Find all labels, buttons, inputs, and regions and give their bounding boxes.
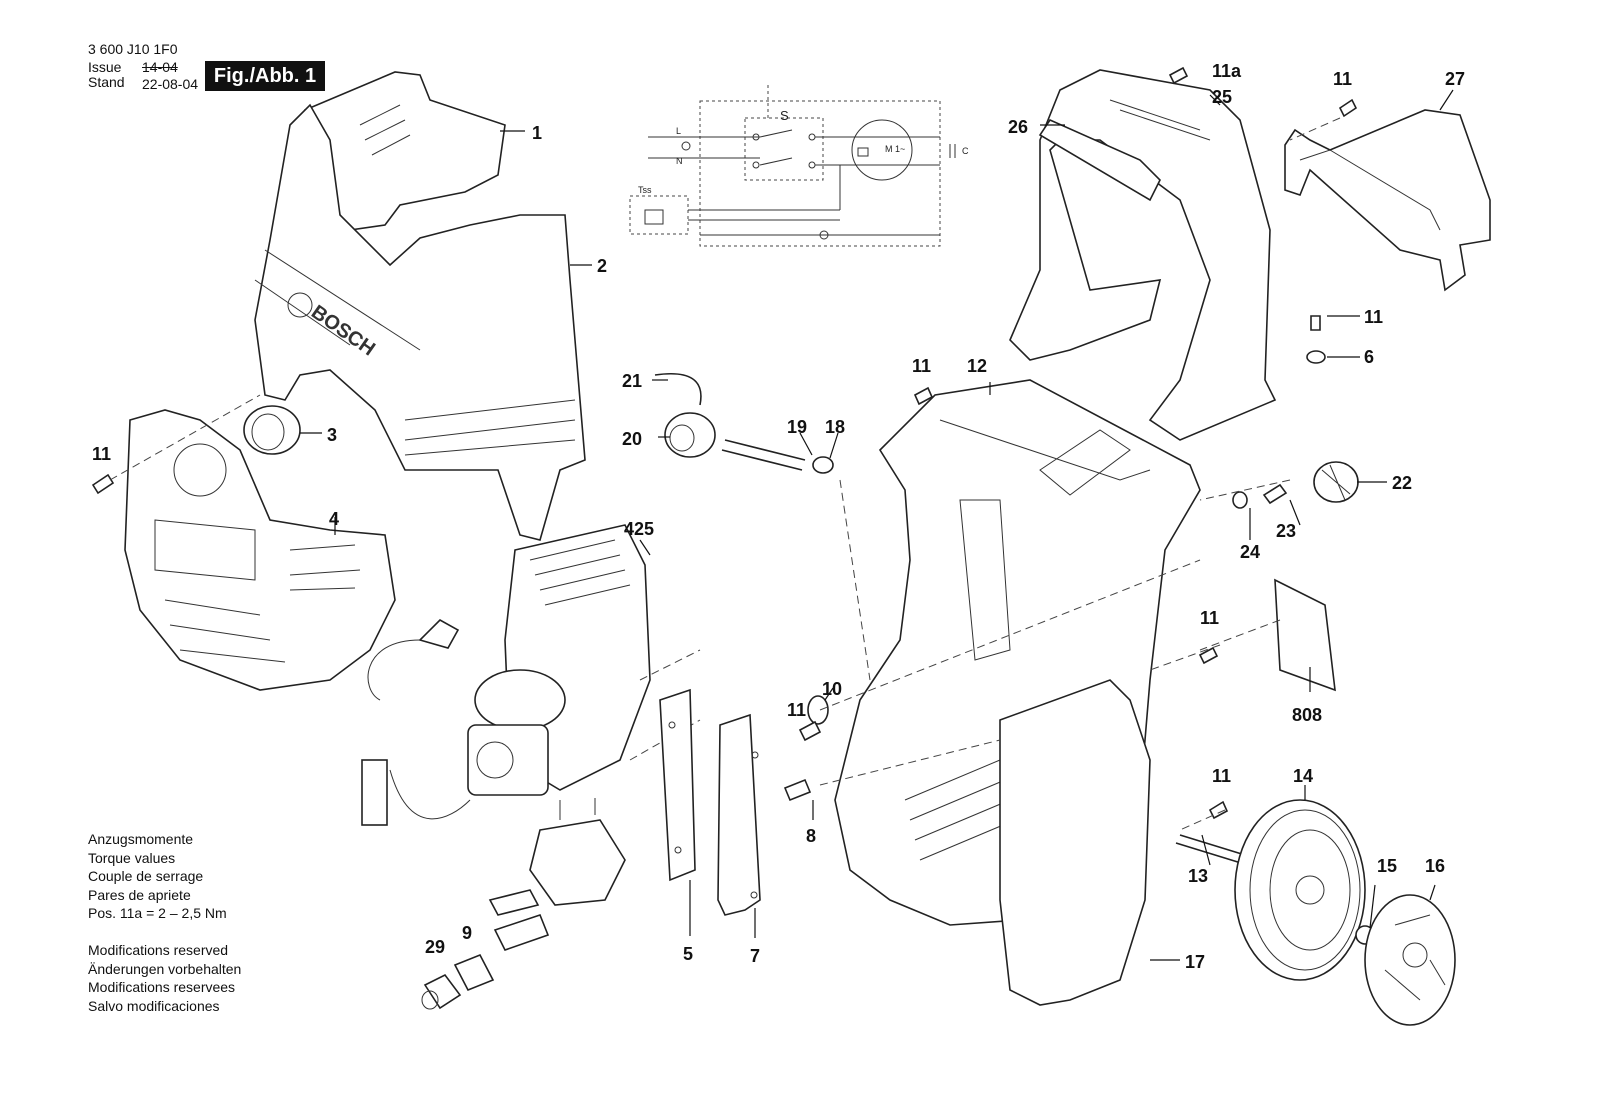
stand-value: 22-08-04 (142, 76, 199, 92)
screw-11-frame-top (913, 386, 934, 406)
label-part-6: 6 (1364, 347, 1374, 367)
part-4-front-panel (124, 409, 396, 691)
label-part-11-right-side: 11 (1200, 608, 1219, 628)
modification-note-line: Salvo modificaciones (88, 997, 220, 1014)
switch-label: S (780, 108, 789, 123)
label-part-11-bracket: 11 (1333, 69, 1352, 89)
document-number: 3 600 J10 1F0 (88, 41, 178, 57)
motor-label: M 1~ (885, 144, 905, 154)
part-2-main-housing: BOSCH (254, 103, 586, 541)
label-part-24: 24 (1240, 542, 1260, 562)
modification-note-line: Modifications reserved (88, 942, 229, 958)
screw-11-bracket (1338, 98, 1358, 118)
part-24-washer (1232, 491, 1248, 509)
capacitor-label: C (962, 146, 969, 156)
part-3-knob (243, 405, 301, 455)
screw-11-right-side (1198, 646, 1219, 665)
label-part-11a: 11a (1212, 61, 1242, 81)
label-part-14: 14 (1293, 766, 1313, 786)
part-6-washer (1306, 350, 1326, 364)
part-16-hubcap (1364, 894, 1456, 1026)
label-part-8: 8 (806, 826, 816, 846)
part-9-nut (453, 953, 495, 992)
label-part-17: 17 (1185, 952, 1205, 972)
leader-lines (300, 89, 1454, 961)
label-part-3: 3 (327, 425, 337, 445)
label-part-15: 15 (1377, 856, 1397, 876)
label-part-808: 808 (1292, 705, 1322, 725)
thermal-switch-label: Tss (638, 185, 652, 195)
label-part-5: 5 (683, 944, 693, 964)
line-label: L (676, 126, 681, 136)
part-labels: 1 2 3 4 11 425 21 20 19 18 11 12 10 11 8… (92, 61, 1465, 972)
torque-note-line: Couple de serrage (88, 868, 204, 884)
modification-note-line: Änderungen vorbehalten (88, 960, 242, 977)
label-part-19: 19 (787, 417, 807, 437)
stand-label: Stand (88, 74, 125, 90)
label-part-12: 12 (967, 356, 987, 376)
label-part-7: 7 (750, 946, 760, 966)
assembly-lines (109, 117, 1341, 831)
torque-notes: Anzugsmomente Torque values Couple de se… (88, 830, 227, 923)
screw-11-handle-side (1310, 315, 1321, 331)
neutral-label: N (676, 156, 683, 166)
issue-label: Issue (88, 59, 122, 75)
torque-note-line: Anzugsmomente (88, 831, 194, 847)
label-part-25: 25 (1212, 87, 1232, 107)
part-14-wheel (1234, 799, 1366, 981)
screw-11-frame-mid (798, 720, 822, 742)
part-29-coupling (421, 973, 462, 1010)
part-outlet-fitting (488, 889, 550, 951)
part-808-label-sheet (1274, 578, 1336, 692)
torque-note-line: Pos. 11a = 2 – 2,5 Nm (88, 905, 227, 921)
issue-value: 14-04 (142, 59, 178, 75)
screw-11a (1168, 66, 1189, 85)
label-part-21: 21 (622, 371, 642, 391)
label-part-11-frame-mid: 11 (787, 700, 806, 720)
part-26-grip (1038, 118, 1161, 202)
screw-11-left (91, 473, 115, 495)
part-21-hose (654, 373, 702, 406)
part-5-rail (659, 688, 696, 882)
label-part-13: 13 (1188, 866, 1208, 886)
label-part-1: 1 (532, 123, 542, 143)
label-part-11-lower-right: 11 (1212, 766, 1231, 786)
label-part-2: 2 (597, 256, 607, 276)
figure-badge: Fig./Abb. 1 (205, 61, 325, 91)
modification-notes: Modifications reserved Änderungen vorbeh… (88, 941, 241, 1015)
part-17-rear-panel (999, 679, 1151, 1006)
part-20-filter (664, 412, 716, 458)
label-part-18: 18 (825, 417, 845, 437)
label-part-9: 9 (462, 923, 472, 943)
part-13-axle (1175, 834, 1246, 864)
wiring-schematic: S L N M 1~ C Tss (629, 85, 969, 247)
part-22-cap (1313, 461, 1359, 503)
label-part-16: 16 (1425, 856, 1445, 876)
label-part-23: 23 (1276, 521, 1296, 541)
label-part-10: 10 (822, 679, 842, 699)
part-8-screw (783, 778, 812, 802)
label-part-11-left: 11 (92, 444, 111, 464)
label-part-20: 20 (622, 429, 642, 449)
part-425-motor-pump (361, 524, 701, 906)
label-part-22: 22 (1392, 473, 1412, 493)
label-part-27: 27 (1445, 69, 1465, 89)
label-part-425: 425 (624, 519, 654, 539)
label-part-26: 26 (1008, 117, 1028, 137)
modification-note-line: Modifications reservees (88, 979, 236, 995)
label-part-11-frame-top: 11 (912, 356, 931, 376)
part-23-screw (1262, 483, 1288, 505)
torque-note-line: Torque values (88, 849, 176, 866)
part-19-tube (721, 439, 806, 471)
part-18-fitting (812, 456, 834, 474)
torque-note-line: Pares de apriete (88, 886, 191, 903)
part-7-rail (717, 713, 761, 916)
label-part-29: 29 (425, 937, 445, 957)
label-part-4: 4 (329, 509, 339, 529)
part-10-clip (807, 695, 829, 725)
part-27-bracket (1284, 109, 1491, 292)
label-part-11-handle-side: 11 (1364, 307, 1383, 327)
